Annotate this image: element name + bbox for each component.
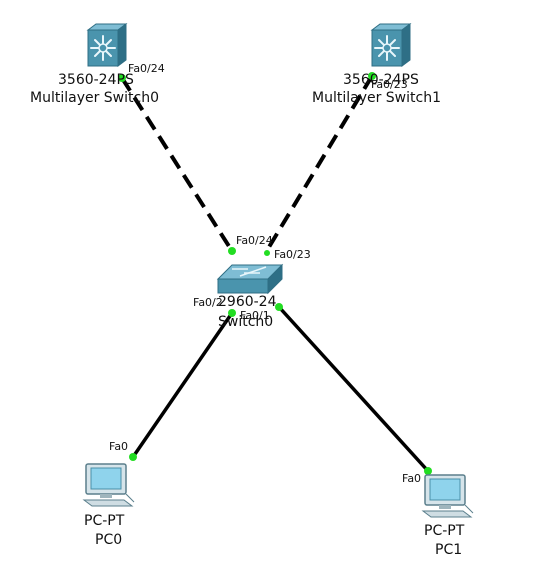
port-label: Fa0/1 xyxy=(240,309,270,322)
port-label: Fa0/23 xyxy=(371,78,408,91)
device-name-label: Switch0 xyxy=(218,314,274,330)
device-model-label: PC-PT xyxy=(424,523,465,539)
link-sw0-pc0[interactable] xyxy=(131,312,234,458)
port-status-dot xyxy=(368,72,376,80)
port-label: Fa0 xyxy=(402,472,422,485)
device-model-label: 2960-24 xyxy=(218,294,277,310)
port-status-dot xyxy=(228,309,236,317)
port-status-dot xyxy=(129,453,137,461)
pc-icon[interactable] xyxy=(82,463,135,507)
link-sw0-pc1[interactable] xyxy=(277,305,430,473)
port-label: Fa0/23 xyxy=(274,248,311,261)
port-status-dot xyxy=(228,247,236,255)
port-label: Fa0/24 xyxy=(128,62,165,75)
multilayer-switch-icon[interactable] xyxy=(370,23,412,67)
port-status-dot xyxy=(424,467,432,475)
switch-icon[interactable] xyxy=(216,263,284,295)
device-name-label: PC1 xyxy=(435,542,463,558)
device-name-label: Multilayer Switch0 xyxy=(30,90,159,106)
device-name-label: Multilayer Switch1 xyxy=(312,90,441,106)
port-status-dot xyxy=(264,250,270,256)
link-mls1-sw0[interactable] xyxy=(264,74,374,254)
port-label: Fa0/24 xyxy=(236,234,273,247)
multilayer-switch-icon[interactable] xyxy=(86,23,128,67)
link-mls0-sw0[interactable] xyxy=(120,76,234,253)
port-label: Fa0/2 xyxy=(193,296,223,309)
device-name-label: PC0 xyxy=(95,532,123,548)
pc-icon[interactable] xyxy=(421,474,474,518)
port-label: Fa0 xyxy=(109,440,129,453)
port-status-dot xyxy=(118,74,126,82)
device-model-label: 3560-24PS xyxy=(343,72,419,88)
port-status-dot xyxy=(275,303,283,311)
device-model-label: PC-PT xyxy=(84,513,125,529)
device-model-label: 3560-24PS xyxy=(58,72,134,88)
